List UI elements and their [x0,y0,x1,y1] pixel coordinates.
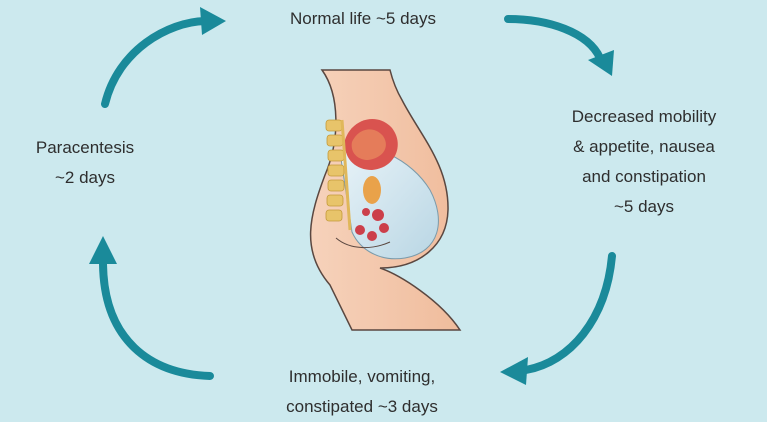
arrow-bottom-left [89,236,210,376]
stage-decreased-mobility-line-3: and constipation [525,162,763,192]
stage-decreased-mobility: Decreased mobility & appetite, nausea an… [525,102,763,222]
abdomen-illustration [311,70,460,330]
arrow-top-left [105,7,226,104]
stage-paracentesis: Paracentesis ~2 days [10,133,160,193]
stage-decreased-mobility-line-4: ~5 days [525,192,763,222]
stage-paracentesis-line-2: ~2 days [10,163,160,193]
stage-immobile-line-2: constipated ~3 days [232,392,492,422]
stage-normal-life: Normal life ~5 days [233,4,493,34]
stage-decreased-mobility-line-1: Decreased mobility [525,102,763,132]
stage-immobile-line-1: Immobile, vomiting, [232,362,492,392]
stage-paracentesis-line-1: Paracentesis [10,133,160,163]
arrow-top-right [508,19,614,76]
arrow-bottom-right [500,256,612,385]
stage-decreased-mobility-line-2: & appetite, nausea [525,132,763,162]
stage-immobile: Immobile, vomiting, constipated ~3 days [232,362,492,422]
stage-normal-life-line-1: Normal life ~5 days [233,4,493,34]
